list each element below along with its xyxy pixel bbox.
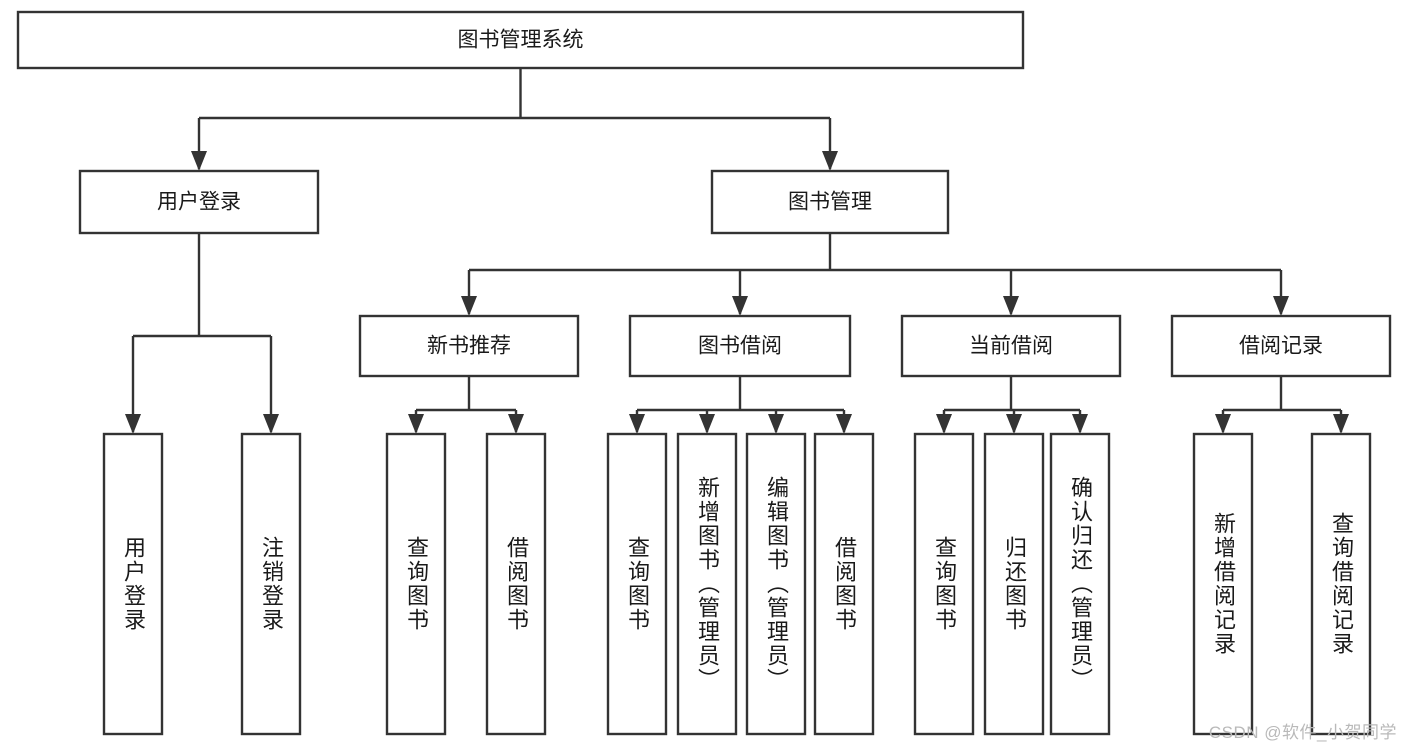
arrow-head	[125, 414, 141, 434]
node-label: 当前借阅	[969, 335, 1053, 358]
arrow-head	[768, 414, 784, 434]
level2-node-new-book-recommend[interactable]: 新书推荐	[358, 314, 580, 378]
leaf-node-leaf-return-book[interactable]	[983, 432, 1045, 736]
arrow-head	[629, 414, 645, 434]
leaf-node-leaf-borrow-book-rec[interactable]	[485, 432, 547, 736]
arrow-head	[822, 151, 838, 171]
leaf-node-leaf-query-book-borrow[interactable]	[606, 432, 668, 736]
leaf-node-leaf-add-borrow-record[interactable]	[1192, 432, 1254, 736]
arrow-head	[1273, 296, 1289, 316]
arrow-head	[191, 151, 207, 171]
arrow-head	[1003, 296, 1019, 316]
level2-node-current-borrow[interactable]: 当前借阅	[900, 314, 1122, 378]
leaf-node-leaf-query-book-cur[interactable]	[913, 432, 975, 736]
level2-node-book-borrow[interactable]: 图书借阅	[628, 314, 852, 378]
leaf-node-leaf-add-book-admin[interactable]	[676, 432, 738, 736]
arrow-head	[732, 296, 748, 316]
level1-node-user-login[interactable]: 用户登录	[78, 169, 320, 235]
node-label: 新书推荐	[427, 335, 511, 358]
node-label: 图书管理	[788, 191, 872, 214]
arrow-head	[1215, 414, 1231, 434]
arrow-head	[408, 414, 424, 434]
node-label: 图书管理系统	[458, 29, 584, 52]
leaf-node-leaf-borrow-book[interactable]	[813, 432, 875, 736]
watermark-text: CSDN @软件_小贺同学	[1208, 723, 1397, 742]
arrow-head	[263, 414, 279, 434]
arrow-head	[836, 414, 852, 434]
level1-node-book-management[interactable]: 图书管理	[710, 169, 950, 235]
arrow-head	[1006, 414, 1022, 434]
node-label: 用户登录	[157, 191, 241, 214]
leaf-node-leaf-edit-book-admin[interactable]	[745, 432, 807, 736]
leaf-node-leaf-user-login[interactable]	[102, 432, 164, 736]
level2-node-borrow-record[interactable]: 借阅记录	[1170, 314, 1392, 378]
leaf-node-leaf-query-book-rec[interactable]	[385, 432, 447, 736]
root-node-undefined[interactable]: 图书管理系统	[16, 10, 1025, 70]
arrow-head	[461, 296, 477, 316]
connectors-layer	[125, 68, 1349, 434]
leaf-node-leaf-confirm-return-admin[interactable]	[1049, 432, 1111, 736]
arrow-head	[1072, 414, 1088, 434]
arrow-head	[508, 414, 524, 434]
arrow-head	[1333, 414, 1349, 434]
leaf-node-leaf-query-borrow-record[interactable]	[1310, 432, 1372, 736]
arrow-head	[699, 414, 715, 434]
leaf-node-leaf-user-logout[interactable]	[240, 432, 302, 736]
arrow-head	[936, 414, 952, 434]
node-label: 借阅记录	[1239, 335, 1323, 358]
node-label: 图书借阅	[698, 335, 782, 358]
